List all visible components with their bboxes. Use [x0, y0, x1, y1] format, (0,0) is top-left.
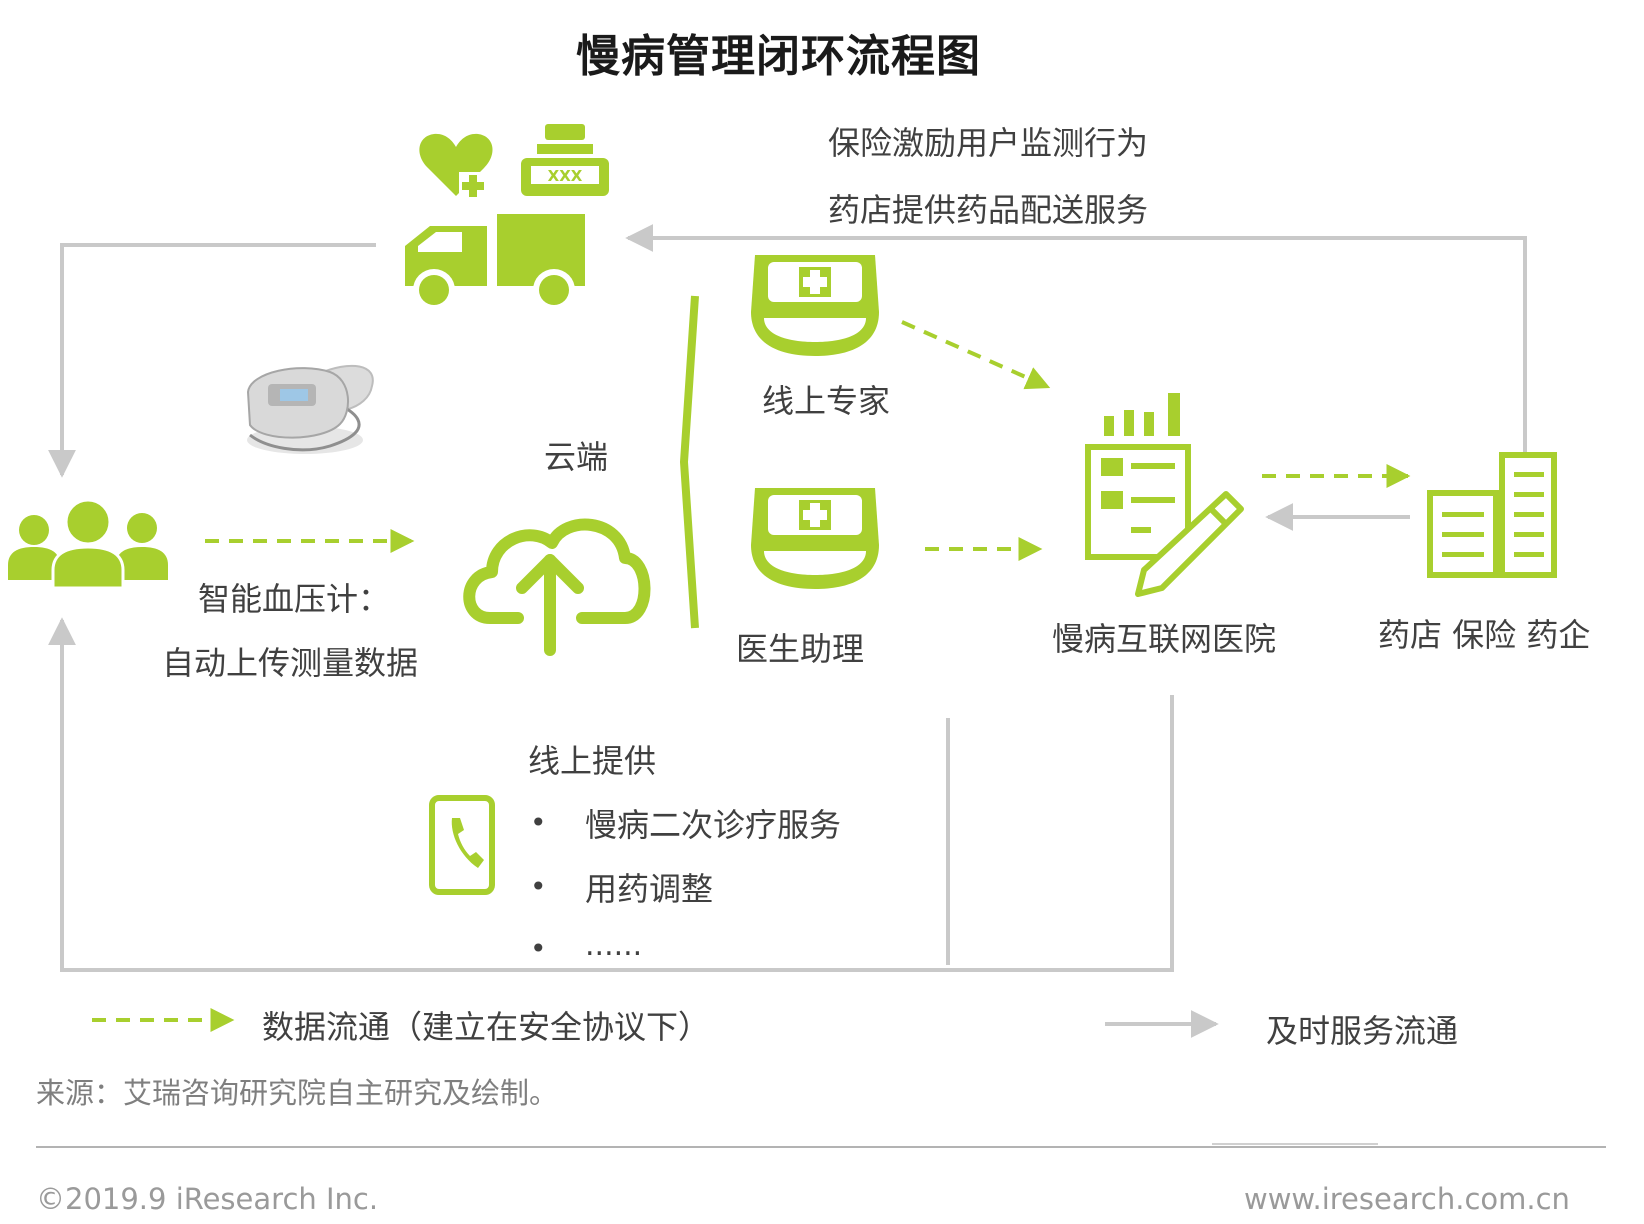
- svg-text:XXX: XXX: [548, 167, 583, 185]
- phone-icon: [429, 795, 495, 895]
- bullet-2: •: [530, 870, 547, 903]
- internet-hospital-label: 慢病互联网医院: [1052, 620, 1277, 658]
- delivery-truck-icon: [405, 214, 585, 311]
- nurse-icon-assistant: [751, 488, 879, 589]
- hospital-record-icon: [1085, 393, 1244, 597]
- pharmacy-note-1: 保险激励用户监测行为: [828, 124, 1149, 162]
- bullet-3: •: [530, 932, 547, 965]
- online-expert-label: 线上专家: [762, 382, 891, 420]
- doctor-assistant-label: 医生助理: [736, 630, 865, 668]
- legend-data-flow-label: 数据流通（建立在安全协议下）: [262, 1008, 711, 1046]
- online-services-heading: 线上提供: [528, 742, 657, 780]
- patients-group-icon: [8, 498, 168, 590]
- partners-label: 药店 保险 药企: [1378, 616, 1591, 654]
- legend-service-flow-label: 及时服务流通: [1266, 1012, 1459, 1050]
- data-flow-lines: [205, 320, 1411, 561]
- service-flow-lines: [48, 224, 1527, 972]
- device-label-1: 智能血压计：: [198, 580, 391, 618]
- medicine-bottle-icon: XXX: [521, 124, 609, 196]
- online-service-item: 用药调整: [585, 870, 714, 908]
- website: www.iresearch.com.cn: [1244, 1182, 1570, 1216]
- nurse-icon-expert: [751, 255, 879, 356]
- online-service-item: ......: [585, 928, 643, 963]
- cloud-label: 云端: [544, 438, 609, 476]
- bullet-1: •: [530, 806, 547, 839]
- cloud-upload-icon: [463, 518, 651, 656]
- heart-plus-icon: [419, 133, 493, 200]
- device-label-2: 自动上传测量数据: [162, 644, 419, 682]
- blood-pressure-monitor-icon: [246, 364, 374, 454]
- cloud-bracket: [679, 295, 699, 629]
- source-note: 来源：艾瑞咨询研究院自主研究及绘制。: [36, 1076, 559, 1110]
- online-service-item: 慢病二次诊疗服务: [585, 806, 842, 844]
- page-title: 慢病管理闭环流程图: [576, 31, 981, 82]
- buildings-icon: [1427, 452, 1557, 578]
- pharmacy-note-2: 药店提供药品配送服务: [828, 191, 1149, 229]
- copyright: ©2019.9 iResearch Inc.: [36, 1182, 379, 1216]
